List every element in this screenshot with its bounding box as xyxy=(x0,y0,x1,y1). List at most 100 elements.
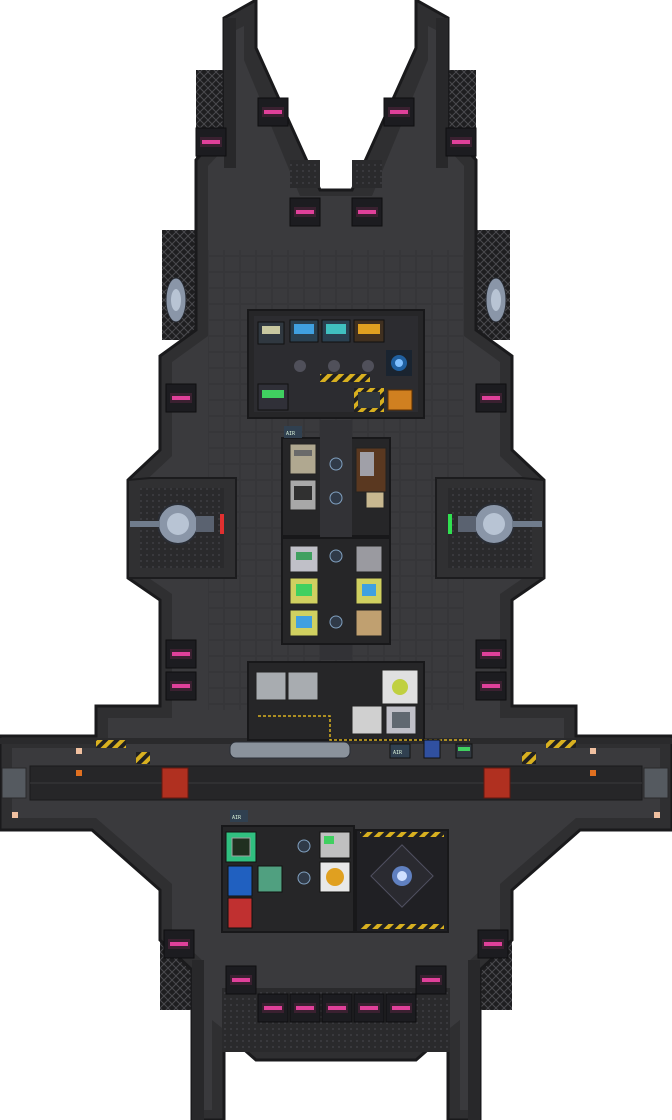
engine-thruster-icon[interactable] xyxy=(257,993,289,1023)
engine-thruster-icon[interactable] xyxy=(321,993,353,1023)
computer-console-icon[interactable] xyxy=(423,739,441,759)
airlock-door-icon[interactable] xyxy=(1,767,27,799)
nose-grate-left xyxy=(290,160,320,188)
engine-thruster-icon[interactable] xyxy=(477,929,509,959)
bed-sheet xyxy=(360,452,374,476)
engine-thruster-icon[interactable] xyxy=(415,965,447,995)
door-icon[interactable] xyxy=(329,615,343,629)
hazard-stripe xyxy=(522,752,536,764)
gravity-generator-icon[interactable] xyxy=(225,831,257,863)
airlock-door-icon[interactable] xyxy=(161,767,189,799)
door-icon[interactable] xyxy=(297,839,311,853)
wall-light-icon xyxy=(654,812,660,818)
turret-cannon-icon[interactable] xyxy=(458,503,542,545)
engine-thruster-icon[interactable] xyxy=(475,639,507,669)
airlock-door-icon[interactable] xyxy=(483,767,511,799)
lower-rooms xyxy=(221,825,449,933)
computer-console-icon[interactable] xyxy=(257,383,289,411)
engines xyxy=(163,97,509,1023)
chair-icon[interactable] xyxy=(328,360,340,372)
hazard-stripe xyxy=(96,740,126,748)
computer-console-icon[interactable] xyxy=(289,319,319,343)
wall-light-icon xyxy=(220,514,224,534)
machine-icon[interactable] xyxy=(385,705,417,735)
vending-machine-icon[interactable] xyxy=(289,545,319,573)
prong-rail-left xyxy=(224,18,236,168)
wall-light-icon xyxy=(76,748,82,754)
wall-light-icon xyxy=(590,748,596,754)
door-icon[interactable] xyxy=(329,491,343,505)
vending-machine-icon[interactable] xyxy=(289,577,319,605)
bridge-room xyxy=(247,309,425,419)
tail-rail-left xyxy=(192,960,204,1120)
locker-icon[interactable] xyxy=(289,479,317,511)
crate-icon[interactable] xyxy=(365,491,385,509)
engine-thruster-icon[interactable] xyxy=(165,671,197,701)
suit-storage-icon[interactable] xyxy=(227,865,253,897)
machine-icon[interactable] xyxy=(351,705,383,735)
computer-console-icon[interactable] xyxy=(455,743,473,759)
engine-thruster-icon[interactable] xyxy=(257,97,289,127)
air-label: AIR xyxy=(232,815,242,821)
engine-thruster-icon[interactable] xyxy=(289,993,321,1023)
engine-thruster-icon[interactable] xyxy=(195,127,227,157)
suit-storage-icon[interactable] xyxy=(227,897,253,929)
engine-thruster-icon[interactable] xyxy=(351,197,383,227)
air-label: AIR xyxy=(393,750,403,756)
computer-console-icon[interactable] xyxy=(257,321,285,345)
engine-thruster-icon[interactable] xyxy=(225,965,257,995)
airlock-door-icon[interactable] xyxy=(643,767,669,799)
lattice-turret-icon[interactable] xyxy=(485,277,507,323)
engine-thruster-icon[interactable] xyxy=(163,929,195,959)
lattice-turret-icon[interactable] xyxy=(165,277,187,323)
prong-rail-right xyxy=(436,18,448,168)
middle-rooms xyxy=(281,537,391,645)
air-canister-icon[interactable]: AIR xyxy=(389,743,411,759)
engine-thruster-icon[interactable] xyxy=(475,671,507,701)
engine-thruster-icon[interactable] xyxy=(289,197,321,227)
hazard-stripe xyxy=(320,374,370,382)
door-icon[interactable] xyxy=(329,457,343,471)
wall-light-icon xyxy=(590,770,596,776)
reactor-core-icon[interactable] xyxy=(370,844,434,908)
turret-cannon-icon[interactable] xyxy=(130,503,214,545)
computer-console-icon[interactable] xyxy=(353,319,385,343)
vending-machine-icon[interactable] xyxy=(289,609,319,637)
crate-icon[interactable] xyxy=(387,389,413,411)
core-hazard-top xyxy=(360,832,444,837)
air-canister-icon[interactable]: AIR xyxy=(284,426,302,438)
locker-icon[interactable] xyxy=(355,545,383,573)
locker-icon[interactable] xyxy=(289,443,317,475)
wall-light-icon xyxy=(448,514,452,534)
computer-console-icon[interactable] xyxy=(319,831,351,859)
crate-icon[interactable] xyxy=(355,609,383,637)
computer-console-icon[interactable] xyxy=(321,319,351,343)
pipe-icon xyxy=(229,741,351,759)
chair-icon[interactable] xyxy=(362,360,374,372)
chair-icon[interactable] xyxy=(294,360,306,372)
engine-thruster-icon[interactable] xyxy=(383,97,415,127)
engine-thruster-icon[interactable] xyxy=(475,383,507,413)
engine-thruster-icon[interactable] xyxy=(385,993,417,1023)
machine-icon[interactable] xyxy=(287,671,319,701)
door-icon[interactable] xyxy=(297,871,311,885)
engine-thruster-icon[interactable] xyxy=(165,639,197,669)
engineering-room: AIR xyxy=(229,661,473,759)
core-hazard-bottom xyxy=(360,924,444,929)
engine-thruster-icon[interactable] xyxy=(353,993,385,1023)
computer-console-icon[interactable] xyxy=(257,865,283,893)
engine-thruster-icon[interactable] xyxy=(165,383,197,413)
air-label: AIR xyxy=(286,431,296,437)
hazard-stripe xyxy=(546,740,576,748)
door-icon[interactable] xyxy=(329,549,343,563)
holopad-icon[interactable] xyxy=(386,350,412,376)
machine-icon[interactable] xyxy=(255,671,287,701)
vending-machine-icon[interactable] xyxy=(355,577,383,605)
air-markers: AIR AIR xyxy=(230,426,302,822)
power-cable xyxy=(258,715,470,741)
reactor-core-icon[interactable] xyxy=(319,861,351,893)
reactor-core-icon[interactable] xyxy=(381,669,419,705)
air-canister-icon[interactable]: AIR xyxy=(230,810,248,822)
engine-thruster-icon[interactable] xyxy=(445,127,477,157)
